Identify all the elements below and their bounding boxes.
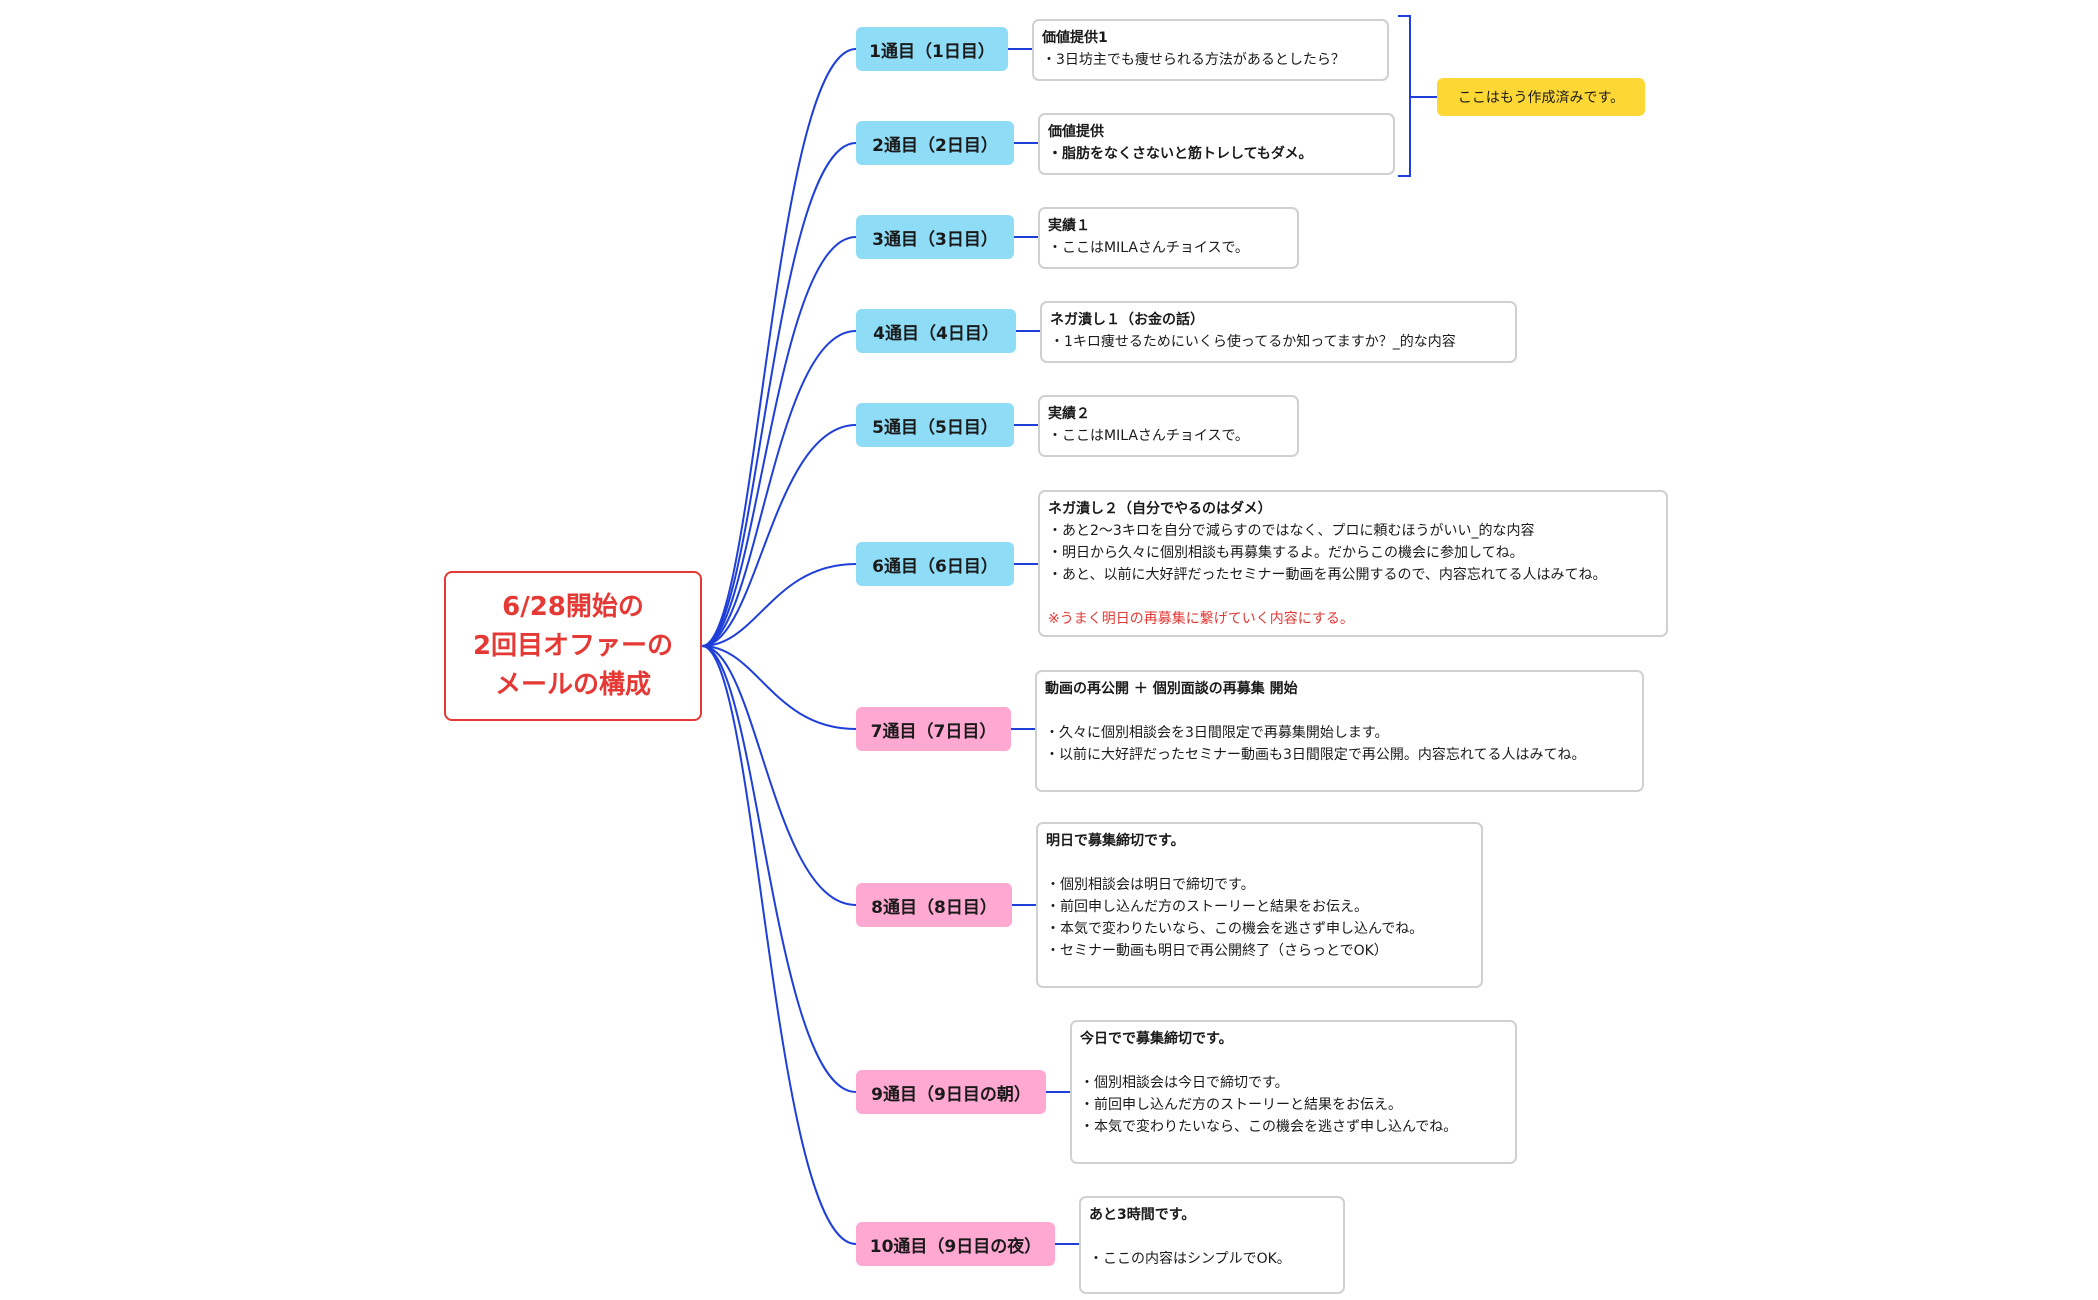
card-line: ・あと、以前に大好評だったセミナー動画を再公開するので、内容忘れてる人はみてね。: [1048, 567, 1607, 583]
card-line: ・ここはMILAさんチョイスで。: [1048, 428, 1249, 444]
email-node-3[interactable]: 3通目（3日目）: [856, 215, 1014, 259]
email-node-9[interactable]: 9通目（9日目の朝）: [856, 1070, 1046, 1114]
branch-line-6: [701, 563, 857, 647]
card-title: ネガ潰し２（自分でやるのはダメ）: [1048, 501, 1272, 517]
card-title: あと3時間です。: [1089, 1207, 1196, 1223]
card-line: ・ここはMILAさんチョイスで。: [1048, 240, 1249, 256]
callout-note[interactable]: ここはもう作成済みです。: [1437, 78, 1645, 116]
email-node-4[interactable]: 4通目（4日目）: [856, 309, 1016, 353]
branch-line-5: [701, 424, 857, 647]
card-title: 価値提供: [1048, 124, 1104, 140]
root-topic-line-1: 6/28開始の: [502, 591, 644, 622]
card-line: ・ここの内容はシンプルでOK。: [1089, 1251, 1291, 1267]
card-line: ・明日から久々に個別相談も再募集するよ。だからこの機会に参加してね。: [1048, 545, 1524, 561]
card-title: 実績２: [1048, 406, 1090, 422]
email-detail-card-5[interactable]: 実績２ ・ここはMILAさんチョイスで。: [1038, 395, 1299, 457]
card-line: ・以前に大好評だったセミナー動画も3日間限定で再公開。内容忘れてる人はみてね。: [1045, 747, 1586, 763]
card-title: 実績１: [1048, 218, 1090, 234]
email-detail-card-9[interactable]: 今日でで募集締切です。・個別相談会は今日で締切です。・前回申し込んだ方のストーリ…: [1070, 1020, 1517, 1164]
branch-line-7: [701, 645, 857, 730]
email-node-1[interactable]: 1通目（1日目）: [856, 27, 1008, 71]
card-line: ・久々に個別相談会を3日間限定で再募集開始します。: [1045, 725, 1389, 741]
email-node-10[interactable]: 10通目（9日目の夜）: [856, 1222, 1055, 1266]
email-node-8[interactable]: 8通目（8日目）: [856, 883, 1012, 927]
root-topic-line-2: 2回目オファーの: [472, 630, 674, 661]
card-line: ・あと2〜3キロを自分で減らすのではなく、プロに頼むほうがいい_的な内容: [1048, 523, 1535, 539]
email-node-5[interactable]: 5通目（5日目）: [856, 403, 1014, 447]
card-line: ・本気で変わりたいなら、この機会を逃さず申し込んでね。: [1046, 921, 1424, 937]
card-title: 価値提供1: [1042, 30, 1108, 46]
group-bracket: [1398, 15, 1411, 177]
card-line: ・前回申し込んだ方のストーリーと結果をお伝え。: [1046, 899, 1368, 915]
branch-line-4: [701, 330, 857, 647]
branch-line-8: [701, 645, 857, 906]
card-line: ・セミナー動画も明日で再公開終了（さらっとでOK）: [1046, 943, 1388, 959]
email-detail-card-3[interactable]: 実績１ ・ここはMILAさんチョイスで。: [1038, 207, 1299, 269]
card-title: 今日でで募集締切です。: [1080, 1031, 1233, 1047]
card-title: 明日で募集締切です。: [1046, 833, 1185, 849]
email-detail-card-7[interactable]: 動画の再公開 ＋ 個別面談の再募集 開始・久々に個別相談会を3日間限定で再募集開…: [1035, 670, 1644, 792]
card-line: ※うまく明日の再募集に繋げていく内容にする。: [1048, 611, 1354, 627]
root-topic[interactable]: 6/28開始の 2回目オファーの メールの構成: [444, 571, 702, 721]
email-detail-card-2[interactable]: 価値提供・脂肪をなくさないと筋トレしてもダメ。: [1038, 113, 1395, 175]
card-line: ・1キロ痩せるためにいくら使ってるか知ってますか？_的な内容: [1050, 334, 1456, 350]
card-line: [1089, 1226, 1335, 1248]
card-line: [1046, 852, 1473, 874]
card-line: ・本気で変わりたいなら、この機会を逃さず申し込んでね。: [1080, 1119, 1458, 1135]
card-line: ・個別相談会は今日で締切です。: [1080, 1075, 1289, 1091]
card-title: 動画の再公開 ＋ 個別面談の再募集 開始: [1045, 681, 1298, 697]
email-detail-card-4[interactable]: ネガ潰し１（お金の話） ・1キロ痩せるためにいくら使ってるか知ってますか？_的な内…: [1040, 301, 1517, 363]
card-line: ・個別相談会は明日で締切です。: [1046, 877, 1255, 893]
branch-line-2: [701, 142, 857, 647]
card-line: [1080, 1050, 1507, 1072]
branch-line-1: [701, 48, 857, 647]
card-line: ・前回申し込んだ方のストーリーと結果をお伝え。: [1080, 1097, 1402, 1113]
email-detail-card-8[interactable]: 明日で募集締切です。・個別相談会は明日で締切です。・前回申し込んだ方のストーリー…: [1036, 822, 1483, 988]
email-node-2[interactable]: 2通目（2日目）: [856, 121, 1014, 165]
email-node-7[interactable]: 7通目（7日目）: [856, 707, 1011, 751]
card-line: [1048, 586, 1658, 608]
email-detail-card-1[interactable]: 価値提供1 ・3日坊主でも痩せられる方法があるとしたら？: [1032, 19, 1389, 81]
card-line: ・脂肪をなくさないと筋トレしてもダメ。: [1048, 146, 1313, 162]
branch-line-10: [701, 645, 857, 1245]
card-line: [1045, 700, 1634, 722]
card-title: ネガ潰し１（お金の話）: [1050, 312, 1204, 328]
email-detail-card-10[interactable]: あと3時間です。・ここの内容はシンプルでOK。: [1079, 1196, 1345, 1294]
branch-line-3: [701, 236, 857, 647]
email-node-6[interactable]: 6通目（6日目）: [856, 542, 1014, 586]
branch-line-9: [701, 645, 857, 1093]
email-detail-card-6[interactable]: ネガ潰し２（自分でやるのはダメ） ・あと2〜3キロを自分で減らすのではなく、プロに…: [1038, 490, 1668, 637]
card-line: ・3日坊主でも痩せられる方法があるとしたら？: [1042, 52, 1345, 68]
root-topic-line-3: メールの構成: [494, 669, 651, 700]
